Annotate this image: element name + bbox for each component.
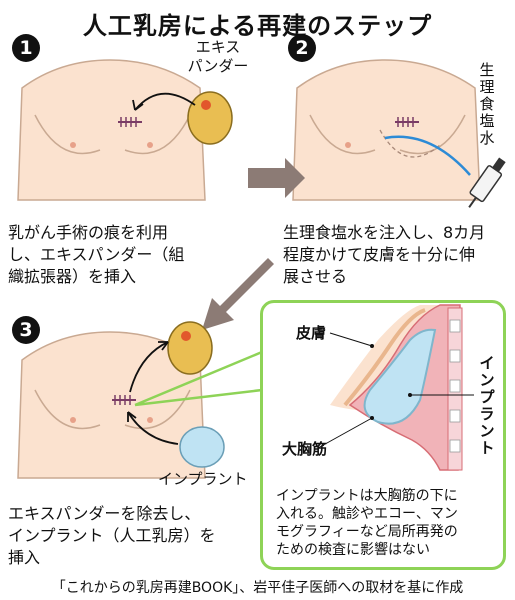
expander-label: エキス パンダー (178, 38, 258, 76)
step-3-caption-line: 挿入 (8, 548, 41, 567)
step-2-caption-line: 程度かけて皮膚を十分に伸 (283, 245, 476, 264)
implant-cross-section (363, 328, 437, 425)
insert-arrow-3 (127, 411, 179, 445)
skin-label: 皮膚 (296, 324, 327, 342)
callout-pointer (134, 350, 263, 407)
step-1-caption: 乳がん手術の痕を利用 し、エキスパンダー（組 織拡張器）を挿入 (8, 222, 238, 288)
step-arrow-down-left (202, 258, 274, 330)
saline-tube (384, 135, 471, 176)
step-3-caption-line: インプラント（人工乳房）を (8, 526, 216, 545)
step-1-caption-line: し、エキスパンダー（組 (8, 245, 185, 264)
syringe-icon (468, 157, 506, 208)
expander-step-1 (187, 91, 233, 145)
callout-note: インプラントは大胸筋の下に 入れる。触診やエコー、マン モグラフィーなど局所再発… (276, 487, 501, 559)
step-1-number: 1 (12, 34, 40, 62)
step-3-caption-line: エキスパンダーを除去し、 (8, 504, 201, 523)
skin-line (343, 308, 426, 407)
step-3-caption: エキスパンダーを除去し、 インプラント（人工乳房）を 挿入 (8, 503, 258, 569)
step-3-number: 3 (12, 316, 40, 344)
callout-note-line: インプラントは大胸筋の下に (276, 488, 458, 504)
insert-arrow-1 (134, 92, 196, 111)
saline-label: 生理食塩水 (479, 61, 495, 147)
step-1-caption-line: 乳がん手術の痕を利用 (8, 223, 169, 242)
callout-note-line: 入れる。触診やエコー、マン (276, 506, 458, 522)
pectoral-muscle-label: 大胸筋 (282, 440, 328, 458)
implant-label: インプラント (158, 470, 248, 488)
expander-label-line-1: エキス (195, 38, 241, 56)
step-1-caption-line: 織拡張器）を挿入 (8, 267, 137, 286)
removed-expander (167, 321, 213, 375)
step-2-caption: 生理食塩水を注入し、8カ月 程度かけて皮膚を十分に伸 展させる (283, 222, 513, 288)
step-arrow-right (248, 158, 305, 198)
source-credit: 「これからの乳房再建BOOK」、岩平佳子医師への取材を基に作成 (51, 580, 464, 596)
implant-icon (179, 426, 225, 468)
page-title: 人工乳房による再建のステップ (82, 12, 433, 40)
expander-label-line-2: パンダー (187, 57, 249, 75)
step-2-caption-line: 生理食塩水を注入し、8カ月 (283, 223, 486, 242)
implant-vertical-label: インプラント (479, 354, 495, 457)
remove-arrow (129, 341, 169, 393)
callout-note-line: ための検査に影響はない (276, 542, 430, 558)
torso-step-2 (292, 59, 481, 201)
callout-note-line: モグラフィーなど局所再発の (276, 524, 458, 540)
step-2-number: 2 (288, 34, 316, 62)
step-2-caption-line: 展させる (283, 267, 348, 286)
